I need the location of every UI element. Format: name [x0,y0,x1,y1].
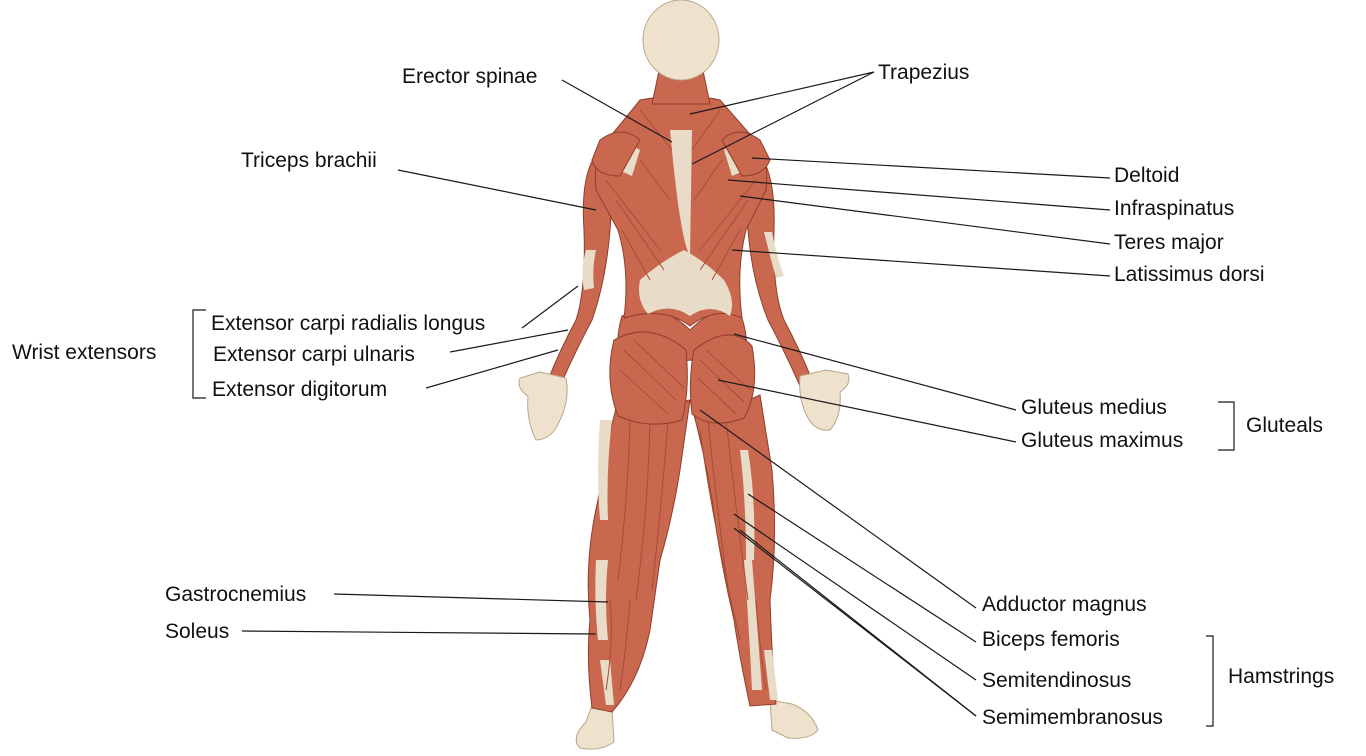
hamstrings-bracket [1206,636,1213,726]
label-trapezius: Trapezius [878,61,969,84]
label-adductor-magnus: Adductor magnus [982,593,1147,616]
gluteus-maximus-shape [610,332,688,424]
label-extensor-carpi-ulnaris: Extensor carpi ulnaris [213,343,415,366]
group-label-hamstrings: Hamstrings [1228,665,1334,688]
label-teres-major: Teres major [1114,231,1224,254]
label-gastrocnemius: Gastrocnemius [165,583,306,606]
group-label-gluteals: Gluteals [1246,414,1323,437]
label-latissimus-dorsi: Latissimus dorsi [1114,263,1265,286]
label-extensor-digitorum: Extensor digitorum [212,378,387,401]
right-foot [770,700,818,738]
label-semitendinosus: Semitendinosus [982,669,1131,692]
label-soleus: Soleus [165,620,229,643]
label-biceps-femoris: Biceps femoris [982,628,1120,651]
gluteals-bracket [1218,402,1234,450]
label-semimembranosus: Semimembranosus [982,706,1163,729]
left-hand [519,372,567,440]
label-gluteus-medius: Gluteus medius [1021,396,1167,419]
wrist-extensors-bracket [193,310,206,398]
label-extensor-carpi-radialis-longus: Extensor carpi radialis longus [211,312,485,335]
label-deltoid: Deltoid [1114,164,1179,187]
posterior-body-figure [519,0,849,749]
group-label-wrist-extensors: Wrist extensors [12,341,156,364]
label-infraspinatus: Infraspinatus [1114,197,1234,220]
label-triceps-brachii: Triceps brachii [241,149,377,172]
right-hand [800,370,849,430]
label-gluteus-maximus: Gluteus maximus [1021,429,1183,452]
label-erector-spinae: Erector spinae [402,65,537,88]
head [643,0,719,80]
